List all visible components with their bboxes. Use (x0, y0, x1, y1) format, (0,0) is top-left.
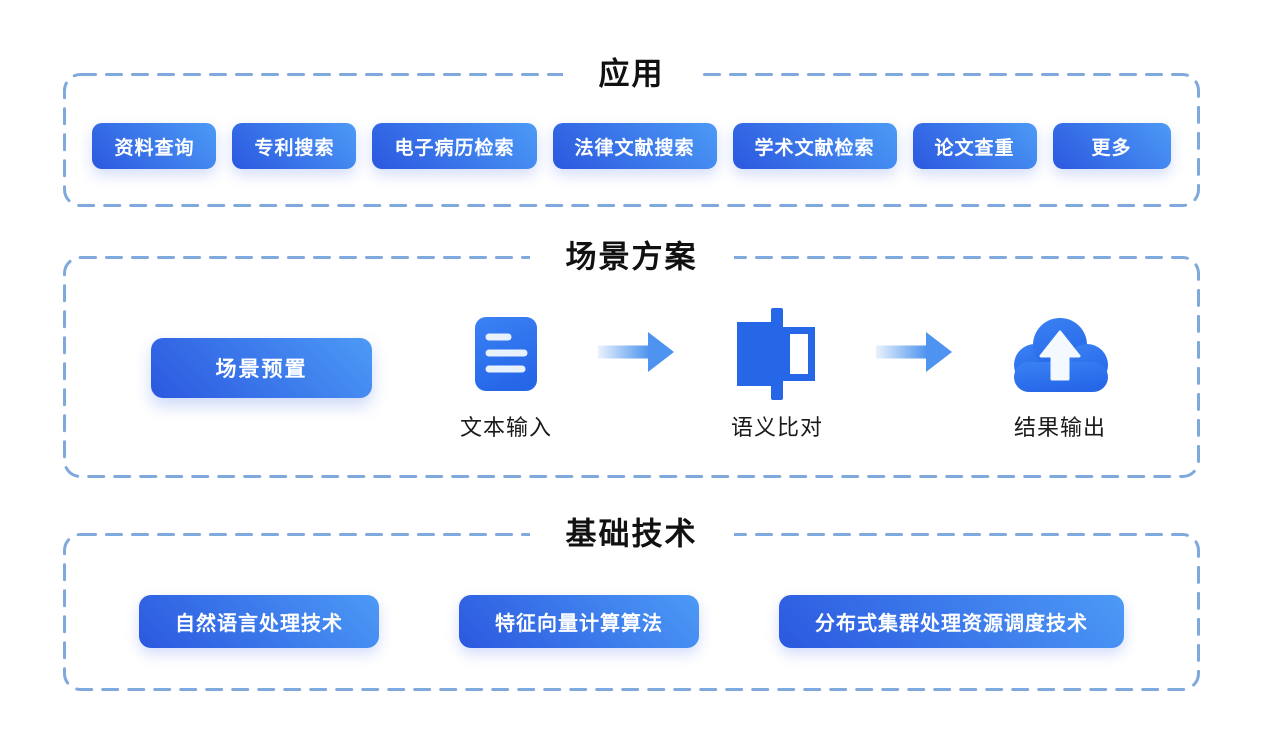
cloud-upload-icon (1008, 312, 1112, 399)
scene-preset-button[interactable]: 场景预置 (151, 338, 372, 398)
arrow-right-icon (876, 332, 952, 377)
tech-btn-distributed-cluster[interactable]: 分布式集群处理资源调度技术 (779, 594, 1124, 648)
tech-btn-feature-vector[interactable]: 特征向量计算算法 (459, 594, 699, 648)
flow-label-result-output: 结果输出 (1013, 415, 1106, 440)
app-btn-emr-retrieval[interactable]: 电子病历检索 (372, 123, 537, 169)
technology-button-row: 自然语言处理技术 特征向量计算算法 分布式集群处理资源调度技术 (63, 533, 1200, 691)
app-btn-plagiarism-check[interactable]: 论文查重 (912, 123, 1037, 169)
arrow-right-icon (598, 332, 674, 377)
document-lines-icon (474, 316, 538, 397)
app-btn-patent-search[interactable]: 专利搜索 (232, 123, 357, 169)
flow-label-text-input: 文本输入 (459, 415, 552, 440)
section-technology: 基础技术 自然语言处理技术 特征向量计算算法 分布式集群处理资源调度技术 (63, 508, 1200, 691)
app-btn-data-query[interactable]: 资料查询 (92, 123, 217, 169)
app-btn-legal-search[interactable]: 法律文献搜索 (552, 123, 717, 169)
compare-icon (735, 308, 819, 405)
app-btn-academic-search[interactable]: 学术文献检索 (732, 123, 897, 169)
section-title-scenario: 场景方案 (529, 231, 734, 277)
section-title-technology: 基础技术 (529, 508, 734, 554)
section-scenario: 场景方案 场景预置 (63, 231, 1200, 478)
section-application: 应用 资料查询 专利搜索 电子病历检索 法律文献搜索 学术文献检索 论文查重 更… (63, 48, 1200, 207)
tech-btn-nlp[interactable]: 自然语言处理技术 (139, 594, 379, 648)
flow-label-semantic-compare: 语义比对 (730, 415, 823, 440)
application-button-row: 资料查询 专利搜索 电子病历检索 法律文献搜索 学术文献检索 论文查重 更多 (63, 73, 1200, 207)
section-title-application: 应用 (562, 48, 701, 94)
app-btn-more[interactable]: 更多 (1052, 123, 1171, 169)
